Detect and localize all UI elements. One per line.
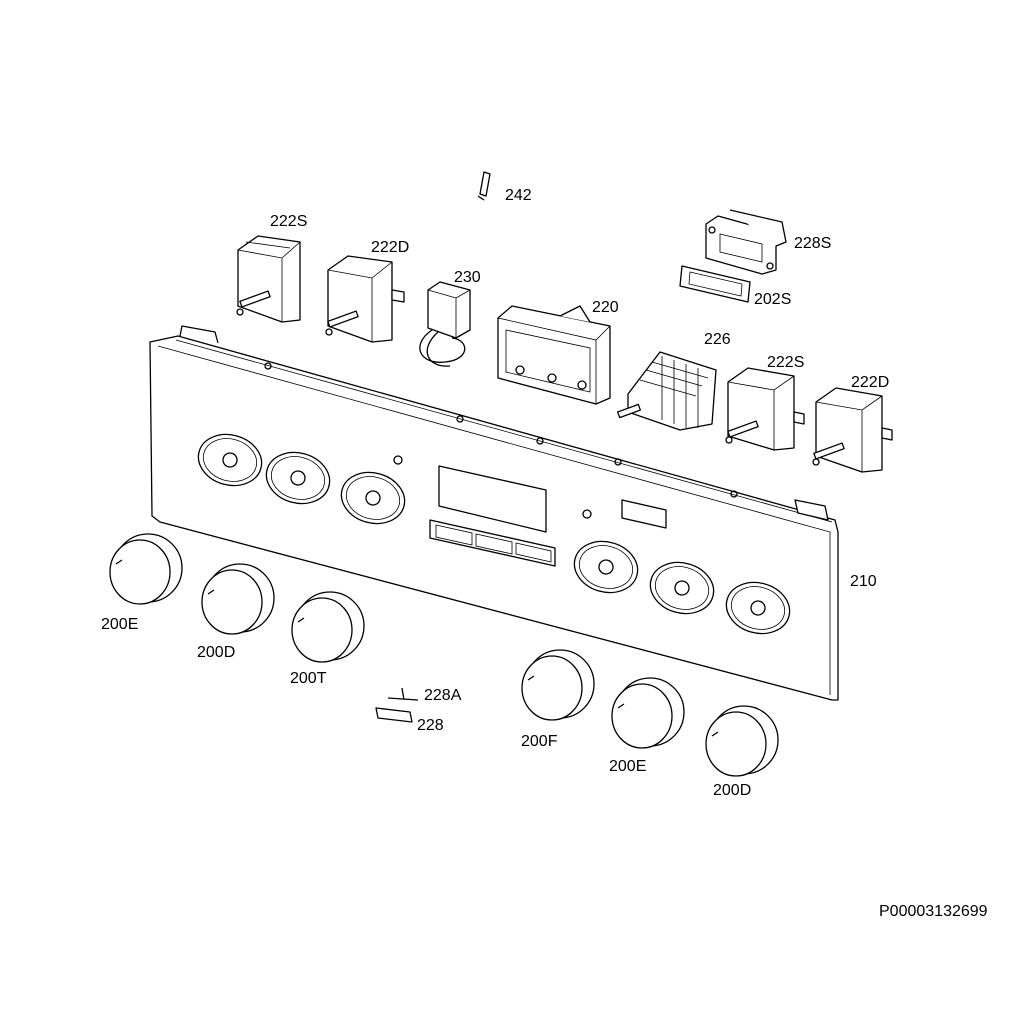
label-202S: 202S: [754, 291, 791, 308]
energy-regulator-222S-top: [236, 235, 301, 323]
label-220: 220: [592, 299, 619, 316]
panel-knob-holes: [197, 433, 791, 635]
part-228A: [387, 687, 419, 701]
label-200E-left: 200E: [101, 616, 138, 633]
label-222D-right: 222D: [851, 374, 889, 391]
label-200F: 200F: [521, 733, 558, 750]
label-200T: 200T: [290, 670, 327, 687]
part-242: [477, 171, 491, 201]
small-window: [621, 499, 667, 529]
label-242: 242: [505, 187, 532, 204]
display-module-220: [497, 305, 611, 405]
label-222D-top: 222D: [371, 239, 409, 256]
energy-regulator-222D-right: [812, 387, 893, 473]
label-222S-top: 222S: [270, 213, 307, 230]
knobs: [109, 533, 779, 777]
document-code: P00003132699: [879, 903, 988, 920]
label-230: 230: [454, 269, 481, 286]
switch-228S: [705, 209, 787, 275]
label-222S-right: 222S: [767, 354, 804, 371]
label-200E-right: 200E: [609, 758, 646, 775]
thermostat-230: [419, 281, 471, 367]
label-200D-right: 200D: [713, 782, 751, 799]
control-panel-210: [149, 325, 839, 701]
label-226: 226: [704, 331, 731, 348]
label-200D-left: 200D: [197, 644, 235, 661]
display-window: [438, 465, 547, 533]
part-228: [375, 707, 413, 723]
label-228: 228: [417, 717, 444, 734]
energy-regulator-222D-top: [325, 255, 405, 343]
label-210: 210: [850, 573, 877, 590]
touch-button-strip: [429, 519, 556, 567]
label-228A: 228A: [424, 687, 462, 704]
energy-regulator-222S-right: [725, 367, 805, 451]
label-228S: 228S: [794, 235, 831, 252]
gasket-202S: [679, 265, 751, 303]
selector-switch-226: [616, 351, 717, 431]
